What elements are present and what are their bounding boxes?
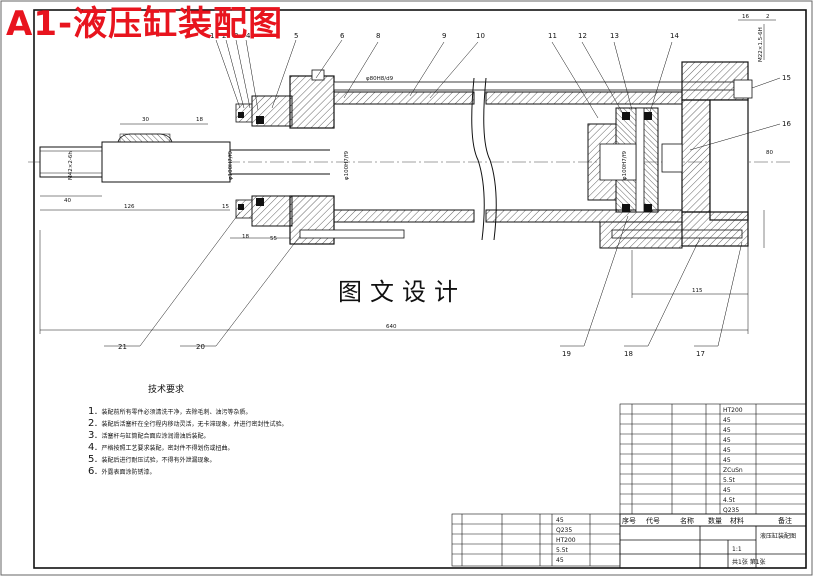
header-code: 代号: [646, 516, 660, 525]
left-material-2: Q235: [556, 527, 572, 534]
watermark-text: 图文设计: [338, 278, 466, 306]
dim-2: 2: [766, 14, 770, 20]
note-6: 6.外露表面涂防锈漆。: [88, 466, 156, 477]
left-material-4: 5.5t: [556, 547, 569, 554]
left-material-5: 45: [556, 557, 564, 564]
parts-list-left-materials: 45 Q235 HT200 5.5t 45: [556, 517, 576, 564]
material-7: ZCuSn: [723, 467, 743, 474]
drawing-title: A1-液压缸装配图: [6, 4, 284, 44]
leader-lines: [104, 39, 781, 347]
header-no: 序号: [622, 516, 636, 525]
material-10: 4.5t: [723, 497, 736, 504]
left-material-3: HT200: [556, 537, 576, 544]
sheet-count: 共1张 第1张: [732, 558, 766, 566]
part-label-15: 15: [782, 74, 791, 82]
part-label-11: 11: [548, 32, 557, 40]
note-1: 1.装配前所有零件必须清洗干净，去除毛刺、油污等杂质。: [88, 406, 252, 417]
dimension-lines: [39, 19, 776, 334]
material-11: Q235: [723, 507, 739, 514]
material-1: HT200: [723, 407, 743, 414]
drawing-scale: 1:1: [732, 546, 742, 553]
front-end-cap: [235, 69, 335, 245]
part-labels: 1 2 3 4 5 6 8 9 10 11 12 13 14 15 16 17 …: [118, 32, 791, 358]
part-label-13: 13: [610, 32, 619, 40]
part-label-9: 9: [442, 32, 446, 40]
parts-header-labels: 序号 代号 名称 数量 材料 备注: [622, 516, 792, 525]
part-label-3: 3: [234, 32, 238, 40]
part-label-6: 6: [340, 32, 345, 40]
piston-rod: [39, 133, 330, 183]
fit-label-1: φ80H8/d9: [366, 76, 394, 82]
part-label-20: 20: [196, 343, 205, 351]
title-block-text: 液压缸装配图 1:1 共1张 第1张: [732, 532, 796, 566]
parts-list-materials: HT200 45 45 45 45 45 ZCuSn 5.5t 45 4.5t …: [723, 407, 743, 514]
title-block: [619, 525, 807, 569]
notes-title: 技术要求: [148, 385, 185, 395]
thread-label: M42×2-6h: [68, 151, 74, 180]
header-name: 名称: [680, 516, 694, 525]
dim-640: 640: [386, 324, 397, 330]
header-material: 材料: [730, 516, 744, 525]
rear-end-cap: [599, 61, 753, 249]
part-label-10: 10: [476, 32, 485, 40]
material-4: 45: [723, 437, 731, 444]
fit-label-4: φ100H7/f9: [622, 150, 628, 180]
material-9: 45: [723, 487, 731, 494]
part-label-5: 5: [294, 32, 298, 40]
note-5: 5.装配后进行耐压试验，不得有外泄漏现象。: [88, 454, 216, 465]
part-label-12: 12: [578, 32, 587, 40]
dim-126: 126: [124, 204, 135, 210]
dim-115: 115: [692, 288, 703, 294]
fit-label-3: φ100H7/f9: [344, 150, 350, 180]
note-3: 3.活塞杆与缸筒配合面应涂润滑油后装配。: [88, 430, 210, 441]
piston: [587, 107, 659, 213]
part-label-2: 2: [222, 32, 226, 40]
part-label-14: 14: [670, 32, 679, 40]
material-2: 45: [723, 417, 731, 424]
header-qty: 数量: [708, 516, 722, 525]
part-label-19: 19: [562, 350, 571, 358]
header-remark: 备注: [778, 516, 792, 525]
part-label-17: 17: [696, 350, 705, 358]
dim-15: 15: [222, 204, 229, 210]
dim-18b: 18: [242, 234, 249, 240]
dim-40: 40: [64, 198, 71, 204]
parts-list-right: [619, 403, 807, 515]
drawing-name: 液压缸装配图: [760, 532, 796, 540]
dim-16: 16: [742, 14, 749, 20]
dimension-labels: 30 18 40 126 15 18 55 640 115 16 2 80 φ8…: [64, 14, 773, 330]
material-6: 45: [723, 457, 731, 464]
dim-18: 18: [196, 117, 203, 123]
note-4: 4.严格按照工艺要求装配，密封件不得划伤或扭曲。: [88, 442, 234, 453]
part-label-21: 21: [118, 343, 127, 351]
dim-30: 30: [142, 117, 149, 123]
material-8: 5.5t: [723, 477, 736, 484]
inner-border: [33, 9, 807, 569]
cylinder-barrel: [333, 77, 683, 241]
dim-80: 80: [766, 150, 773, 156]
part-label-16: 16: [782, 120, 791, 128]
fit-label-2: φ100H7/f9: [228, 150, 234, 180]
note-2: 2.装配后活塞杆在全行程内移动灵活，无卡滞现象，并进行密封性试验。: [88, 418, 288, 429]
left-material-1: 45: [556, 517, 564, 524]
parts-list-left: [451, 513, 621, 567]
part-label-18: 18: [624, 350, 633, 358]
port-label: M22×1.5-6H: [758, 27, 764, 62]
dim-55: 55: [270, 236, 277, 242]
part-label-1: 1: [210, 32, 214, 40]
part-label-4: 4: [246, 32, 251, 40]
material-5: 45: [723, 447, 731, 454]
material-3: 45: [723, 427, 731, 434]
part-label-8: 8: [376, 32, 380, 40]
